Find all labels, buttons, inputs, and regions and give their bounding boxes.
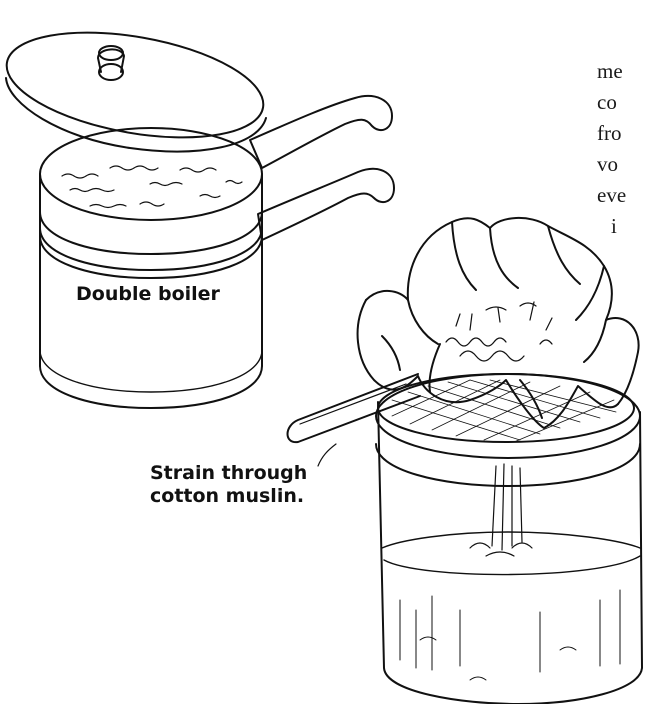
herbs-in-pot <box>62 166 242 208</box>
body-line-4: vo <box>597 149 626 180</box>
body-line-3: fro <box>597 118 626 149</box>
body-line-1: me <box>597 56 626 87</box>
cropped-body-text: me co fro vo eve i <box>597 56 626 242</box>
liquid-stream <box>470 464 532 556</box>
liquid-shading <box>400 590 620 680</box>
herbs-in-cloth <box>446 302 552 361</box>
pot-lid <box>0 15 271 155</box>
body-line-5: eve <box>597 180 626 211</box>
lower-handle <box>258 169 394 240</box>
label-leader-line <box>318 444 336 466</box>
strain-label: Strain through cotton muslin. <box>150 462 307 508</box>
double-boiler <box>0 15 394 408</box>
strain-label-line-2: cotton muslin. <box>150 485 307 508</box>
strain-label-line-1: Strain through <box>150 462 307 485</box>
body-line-6: i <box>597 211 626 242</box>
strainer-setup <box>288 218 643 704</box>
strainer-handle <box>288 374 421 442</box>
double-boiler-label: Double boiler <box>76 283 220 306</box>
muslin-cloth <box>358 218 639 428</box>
body-line-2: co <box>597 87 626 118</box>
upper-handle <box>250 96 392 168</box>
liquid <box>382 532 640 548</box>
